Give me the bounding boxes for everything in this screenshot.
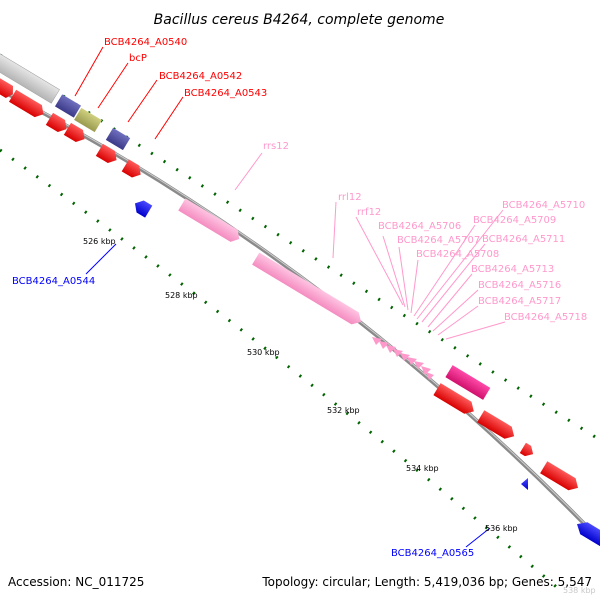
label-bcb4264-a0544[interactable]: BCB4264_A0544: [12, 276, 95, 287]
label-bcb4264-a5717[interactable]: BCB4264_A5717: [478, 296, 561, 307]
labels-red: BCB4264_A0540 bcP BCB4264_A0542 BCB4264_…: [104, 37, 267, 99]
label-bcb4264-a5716[interactable]: BCB4264_A5716: [478, 280, 561, 291]
feature-gray[interactable]: [0, 50, 60, 104]
label-bcb4264-a5718[interactable]: BCB4264_A5718: [504, 312, 587, 323]
feature-purple-a[interactable]: [54, 94, 82, 118]
labels-blue: BCB4264_A0544 BCB4264_A0565: [12, 276, 474, 559]
label-leaders-red: [74, 46, 184, 140]
tick-labels: 526 kbp 528 kbp 530 kbp 532 kbp 534 kbp …: [83, 237, 518, 533]
label-bcb4264-a5713[interactable]: BCB4264_A5713: [471, 264, 554, 275]
feature-purple-b[interactable]: [105, 127, 131, 151]
labels-pink: rrs12 rrl12 rrf12 BCB4264_A5706 BCB4264_…: [263, 141, 587, 323]
topology-text: Topology: circular; Length: 5,419,036 bp…: [261, 575, 592, 589]
label-leaders-blue: [85, 243, 491, 548]
label-leaders-pink: [234, 152, 506, 340]
tick-label-532: 532 kbp: [327, 406, 360, 415]
feature-forward-cds-top[interactable]: [0, 77, 144, 181]
accession-text: Accession: NC_011725: [8, 575, 144, 589]
label-rrl12[interactable]: rrl12: [338, 192, 362, 203]
label-bcp[interactable]: bcP: [129, 53, 147, 64]
label-bcb4264-a5709[interactable]: BCB4264_A5709: [473, 215, 556, 226]
tick-label-538: 538 kbp: [563, 586, 596, 595]
label-bcb4264-a5707[interactable]: BCB4264_A5707: [397, 235, 480, 246]
label-bcb4264-a5710[interactable]: BCB4264_A5710: [502, 200, 585, 211]
label-rrs12[interactable]: rrs12: [263, 141, 289, 152]
feature-rrna[interactable]: [178, 198, 364, 327]
feature-olive[interactable]: [74, 107, 102, 133]
tick-label-534: 534 kbp: [406, 464, 439, 473]
tick-label-526: 526 kbp: [83, 237, 116, 246]
genome-title: Bacillus cereus B4264, complete genome: [154, 12, 445, 28]
label-bcb4264-a0543[interactable]: BCB4264_A0543: [184, 88, 267, 99]
feature-trna-cluster[interactable]: [372, 337, 434, 380]
feature-reverse-cds-a0544[interactable]: [131, 197, 153, 218]
feature-forward-cds-bottom[interactable]: [433, 383, 581, 494]
label-bcb4264-a5711[interactable]: BCB4264_A5711: [482, 234, 565, 245]
label-bcb4264-a5708[interactable]: BCB4264_A5708: [416, 249, 499, 260]
feature-reverse-cds-bottom[interactable]: [521, 478, 600, 549]
label-bcb4264-a0542[interactable]: BCB4264_A0542: [159, 71, 242, 82]
label-bcb4264-a0565[interactable]: BCB4264_A0565: [391, 548, 474, 559]
label-rrf12[interactable]: rrf12: [357, 207, 381, 218]
tick-label-536: 536 kbp: [485, 524, 518, 533]
label-bcb4264-a5706[interactable]: BCB4264_A5706: [378, 221, 461, 232]
label-bcb4264-a0540[interactable]: BCB4264_A0540: [104, 37, 187, 48]
tick-label-530: 530 kbp: [247, 348, 280, 357]
tick-ring-outer: [0, 53, 600, 442]
feature-misc[interactable]: [445, 365, 491, 400]
tick-label-528: 528 kbp: [165, 291, 198, 300]
